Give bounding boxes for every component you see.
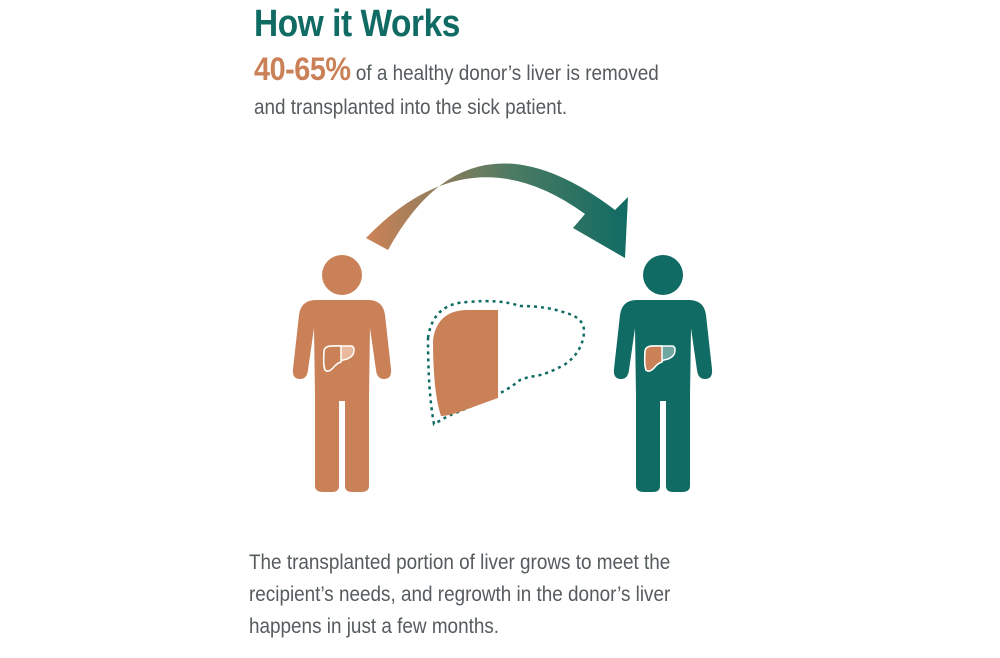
- intro-line-1: of a healthy donor’s liver is removed: [350, 62, 659, 85]
- caption-line-1: The transplanted portion of liver grows …: [249, 551, 671, 574]
- intro-text: 40-65% of a healthy donor’s liver is rem…: [254, 52, 722, 125]
- caption-text: The transplanted portion of liver grows …: [249, 547, 726, 643]
- liver-icon: [426, 299, 586, 426]
- caption-line-3: happens in just a few months.: [249, 615, 500, 638]
- curved-arrow-icon: [366, 163, 628, 258]
- donor-liver-icon: [322, 345, 355, 372]
- recipient-figure-icon: [613, 255, 713, 492]
- percentage-highlight: 40-65%: [254, 51, 351, 87]
- page-title: How it Works: [254, 3, 460, 45]
- recipient-liver-icon: [643, 345, 676, 372]
- donor-figure-icon: [292, 255, 392, 492]
- intro-line-2: and transplanted into the sick patient.: [254, 96, 568, 119]
- caption-line-2: recipient’s needs, and regrowth in the d…: [249, 583, 671, 606]
